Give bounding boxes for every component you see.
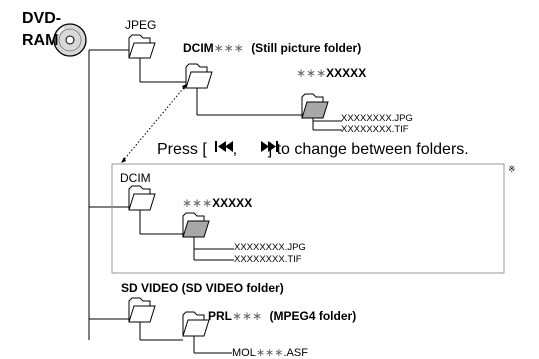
sub-top-folder-icon	[301, 93, 329, 119]
sub-top-label: ∗∗∗XXXXX	[296, 66, 366, 80]
instruction-after: ] to change between folders.	[268, 141, 469, 158]
root-label-line2: RAM	[22, 32, 58, 49]
file-mol-prefix: MOL	[232, 347, 256, 359]
skip-next-icon	[261, 141, 278, 152]
prl-suffix: ∗∗∗	[232, 309, 262, 323]
file-box-tif: XXXXXXXX.TIF	[234, 254, 302, 265]
dcim-box-folder-icon	[128, 185, 156, 211]
dcim-top-name: DCIM	[183, 41, 214, 55]
sd-video-folder-icon	[128, 297, 156, 323]
instruction-before: Press [	[157, 141, 207, 158]
instruction-separator: ,	[233, 141, 242, 158]
sub-box-label: ∗∗∗XXXXX	[182, 196, 252, 210]
sd-video-label: SD VIDEO (SD VIDEO folder)	[121, 281, 284, 295]
root-label-line1: DVD-	[22, 10, 61, 27]
note-mark: ※	[508, 164, 516, 174]
file-top-jpg: XXXXXXXX.JPG	[341, 113, 413, 124]
prl-desc: (MPEG4 folder)	[270, 309, 357, 323]
sub-top-name: XXXXX	[326, 66, 366, 80]
file-mol: MOL∗∗∗.ASF	[232, 347, 308, 359]
dcim-top-suffix: ∗∗∗	[214, 41, 244, 55]
dcim-box-frame	[111, 163, 505, 274]
dcim-top-desc: (Still picture folder)	[251, 41, 361, 55]
sub-box-folder-icon	[182, 212, 210, 238]
jpeg-folder-icon	[128, 34, 156, 59]
skip-previous-icon	[215, 141, 233, 152]
sub-box-name: XXXXX	[212, 196, 252, 210]
file-mol-stars: ∗∗∗	[256, 347, 284, 359]
instruction-text: Press [, ] to change between folders.	[157, 141, 469, 158]
dcim-top-folder-icon	[185, 63, 213, 89]
file-mol-ext: .ASF	[284, 347, 309, 359]
dcim-box-label: DCIM	[120, 171, 151, 185]
prl-label: PRL∗∗∗ (MPEG4 folder)	[208, 309, 356, 323]
sub-top-prefix: ∗∗∗	[296, 66, 326, 80]
prl-folder-icon	[182, 311, 210, 337]
dvd-disc-icon	[53, 23, 87, 57]
dotted-double-arrow	[121, 84, 187, 163]
jpeg-folder-label: JPEG	[125, 18, 156, 32]
file-top-tif: XXXXXXXX.TIF	[341, 124, 409, 135]
file-box-jpg: XXXXXXXX.JPG	[234, 242, 306, 253]
sub-box-prefix: ∗∗∗	[182, 196, 212, 210]
prl-name: PRL	[208, 309, 232, 323]
dcim-top-label: DCIM∗∗∗ (Still picture folder)	[183, 41, 361, 55]
